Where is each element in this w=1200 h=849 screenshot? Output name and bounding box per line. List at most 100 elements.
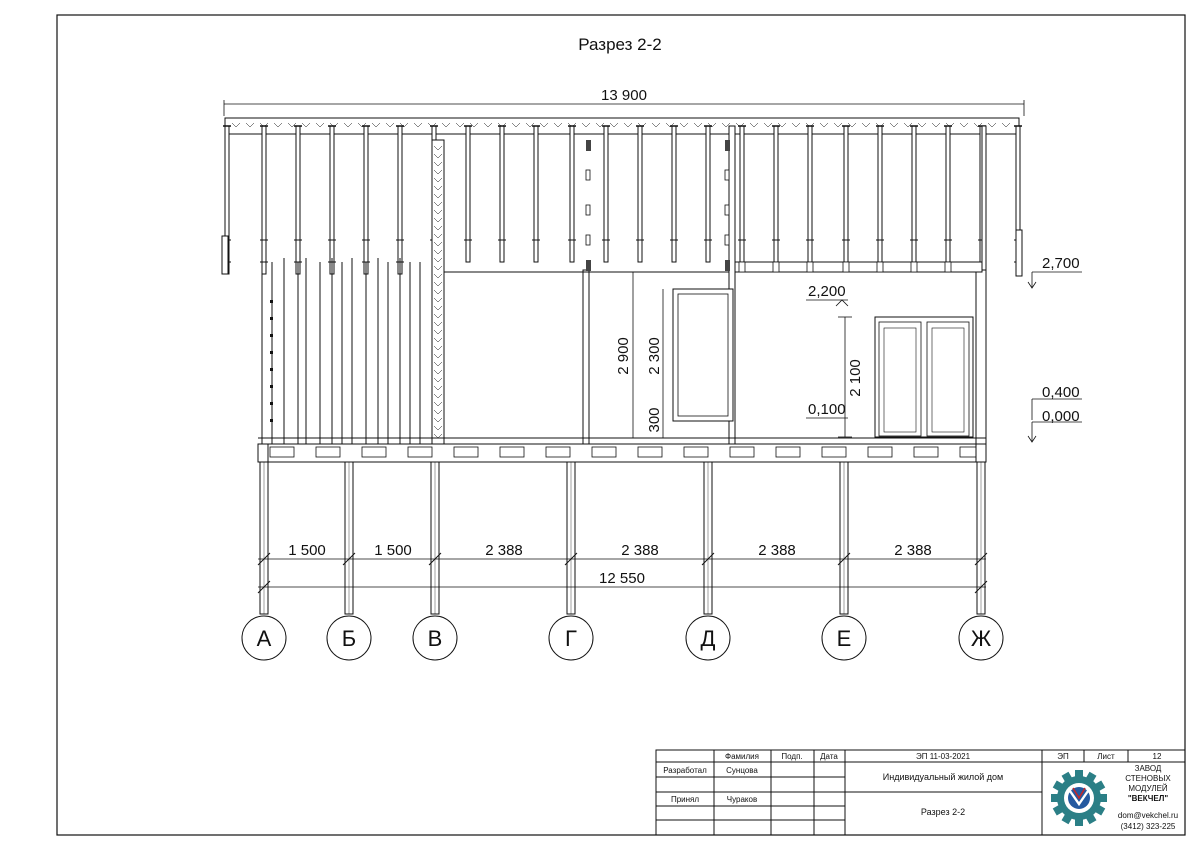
axis-marker-label: Ж [971, 626, 992, 651]
axis-marker-label: Д [701, 626, 716, 651]
floor-joist [913, 446, 939, 458]
svg-text:2,700: 2,700 [1042, 255, 1080, 272]
dimension-tick [974, 580, 988, 594]
double-door [874, 316, 974, 438]
wall-axis-zh [975, 269, 987, 445]
ceiling-strip [911, 125, 917, 263]
axis-marker-label: Г [565, 626, 577, 651]
ceiling-strip [569, 125, 575, 263]
svg-text:0,100: 0,100 [808, 401, 846, 418]
span-ticks [257, 552, 988, 594]
span-label-5: 2 388 [758, 542, 796, 559]
axis-marker-label: Е [837, 626, 852, 651]
wall-axis-v [431, 139, 445, 445]
floor-joist [269, 446, 295, 458]
wall-axis-zh-top [981, 125, 987, 271]
ceiling-strip [773, 125, 779, 263]
total-span-label: 12 550 [599, 570, 645, 587]
dimension-tick [257, 552, 271, 566]
axis-marker [241, 615, 287, 661]
stamp-sheet-number: 12 [1153, 752, 1162, 761]
axis-marker-label: А [257, 626, 272, 651]
stamp-stage-label: ЭП [1057, 752, 1069, 761]
floor-joist [775, 446, 801, 458]
ceiling-strip [945, 125, 951, 263]
floor-joists [257, 443, 987, 463]
axis-marker [548, 615, 594, 661]
window [672, 288, 734, 422]
floor-joist [591, 446, 617, 458]
room-dimensions [632, 272, 852, 438]
door-bottom-level: 0,100 [806, 401, 848, 419]
roof-panel [224, 117, 1020, 135]
company-line-4: "ВЕКЧЕЛ" [1128, 794, 1169, 803]
ceiling-strip [877, 125, 883, 263]
sill-height-label: 300 [646, 407, 663, 432]
svg-text:0,000: 0,000 [1042, 408, 1080, 425]
floor-joist [453, 446, 479, 458]
axis-marker-label: В [428, 626, 443, 651]
stamp-drawing-name: Разрез 2-2 [921, 807, 965, 817]
company-email: dom@vekchel.ru [1118, 811, 1178, 820]
company-line-3: МОДУЛЕЙ [1128, 784, 1168, 793]
stamp-accepted: Чураков [727, 795, 757, 804]
stamp-role-accepted: Принял [671, 795, 699, 804]
company-phone: (3412) 323-225 [1121, 822, 1176, 831]
ceiling-strips [221, 125, 1023, 277]
dimension-tick [837, 552, 851, 566]
ceiling-strip [363, 125, 369, 275]
floor-joist [499, 446, 525, 458]
wall-axis-v-hatch [433, 145, 443, 439]
roof-insulation-hatch [231, 122, 1011, 128]
company-logo [1051, 770, 1107, 826]
floor-joist [821, 446, 847, 458]
ceiling-strip [295, 125, 301, 275]
stamp-col-date: Дата [820, 752, 838, 761]
span-label-6: 2 388 [894, 542, 932, 559]
ceiling-strip [705, 125, 711, 263]
axis-marker [412, 615, 458, 661]
axis-marker-label: Б [342, 626, 356, 651]
ceiling-strip [739, 125, 745, 263]
company-line-2: СТЕНОВЫХ [1125, 774, 1171, 783]
top-dimension-label: 13 900 [601, 87, 647, 104]
sheet-frame [56, 14, 1186, 836]
ceiling-strip [843, 125, 849, 263]
stamp-doc-code: ЭП 11-03-2021 [916, 752, 971, 761]
ceiling-strip [397, 125, 403, 275]
ceiling-strip [499, 125, 505, 263]
span-label-1: 1 500 [288, 542, 326, 559]
dimension-tick [564, 552, 578, 566]
ceiling-strip [329, 125, 335, 275]
left-facade-boards [261, 258, 421, 444]
ceiling-strip [465, 125, 471, 263]
axis-markers: А Б В Г Д Е Ж [241, 615, 1004, 661]
stamp-col-surname: Фамилия [725, 752, 759, 761]
stamp-role-developer: Разработал [663, 766, 707, 775]
company-line-1: ЗАВОД [1135, 764, 1162, 773]
stamp-col-sign: Подп. [781, 752, 802, 761]
axis-marker [821, 615, 867, 661]
partition-g [582, 269, 590, 445]
ceiling-strip [671, 125, 677, 263]
svg-text:2,200: 2,200 [808, 283, 846, 300]
floor-joist [407, 446, 433, 458]
level-2700: 2,700 [1027, 255, 1082, 289]
window-height-label: 2 300 [646, 337, 663, 375]
floor-joist [545, 446, 571, 458]
span-label-3: 2 388 [485, 542, 523, 559]
dimension-tick [257, 580, 271, 594]
span-label-2: 1 500 [374, 542, 412, 559]
door-height-label: 2 100 [847, 359, 864, 397]
floor-joist [729, 446, 755, 458]
ceiling-strip [637, 125, 643, 263]
ceiling-strip [603, 125, 609, 263]
dimension-tick [342, 552, 356, 566]
stamp-project: Индивидуальный жилой дом [883, 772, 1003, 782]
floor-joist [867, 446, 893, 458]
axis-marker [958, 615, 1004, 661]
piles [259, 461, 986, 615]
stamp-sheet-label: Лист [1097, 752, 1115, 761]
axis-marker [326, 615, 372, 661]
